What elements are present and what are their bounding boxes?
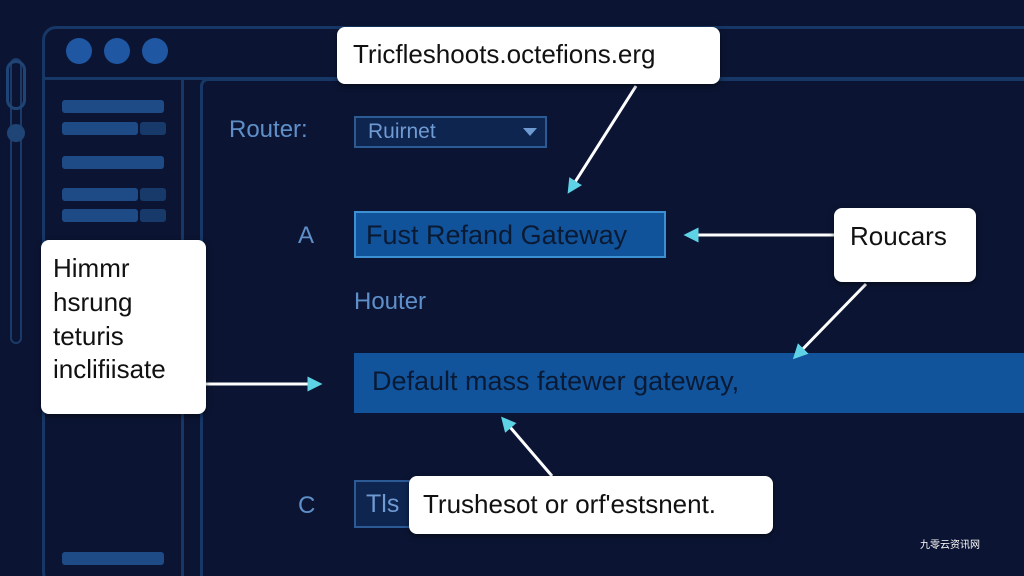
houter-label: Houter <box>354 288 427 315</box>
sidebar-item[interactable] <box>62 209 138 222</box>
row-c-label: C <box>298 492 316 519</box>
callout-left: Himmr hsrung teturis inclifiisate <box>41 240 206 414</box>
callout-left-line: hsrung <box>53 286 133 317</box>
sidebar-item[interactable] <box>62 100 164 113</box>
scroll-thumb[interactable] <box>6 60 26 110</box>
sidebar-item-extra <box>140 122 166 135</box>
router-label: Router: <box>229 116 308 143</box>
window-control-dot[interactable] <box>142 38 168 64</box>
callout-bottom: Trushesot or orf'estsnent. <box>409 476 773 534</box>
sidebar-item[interactable] <box>62 188 138 201</box>
gateway-field[interactable]: Fust Refand Gateway <box>354 211 666 258</box>
callout-top: Tricfleshoots.octefions.erg <box>337 27 720 84</box>
row-a-label: A <box>298 222 315 249</box>
sidebar-item[interactable] <box>62 156 164 169</box>
sidebar-item-extra <box>140 209 166 222</box>
scroll-handle[interactable] <box>7 124 25 142</box>
callout-left-line: teturis <box>53 320 124 351</box>
callout-left-line: Himmr <box>53 253 130 283</box>
router-select-value: Ruirnet <box>368 120 436 143</box>
default-gateway-field[interactable]: Default mass fatewer gateway, <box>354 353 1024 413</box>
sidebar-item[interactable] <box>62 552 164 565</box>
callout-right: Roucars <box>834 208 976 282</box>
sidebar-item-extra <box>140 188 166 201</box>
chevron-down-icon[interactable] <box>523 128 537 136</box>
window-control-dot[interactable] <box>66 38 92 64</box>
scroll-rail[interactable] <box>10 58 22 344</box>
callout-left-line: inclifiisate <box>53 354 166 385</box>
router-select[interactable]: Ruirnet <box>354 116 547 148</box>
sidebar-item[interactable] <box>62 122 138 135</box>
watermark: 九零云资讯网 <box>920 540 980 551</box>
window-control-dot[interactable] <box>104 38 130 64</box>
